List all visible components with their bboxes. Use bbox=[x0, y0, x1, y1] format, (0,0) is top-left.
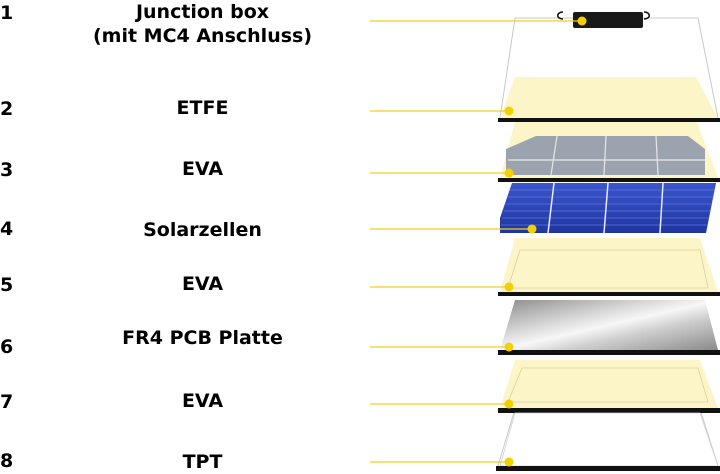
layer-label-1: Junction box (mit MC4 Anschluss) bbox=[30, 0, 375, 48]
leader-lines bbox=[370, 20, 580, 463]
tpt-layer bbox=[496, 412, 720, 471]
etfe-layer bbox=[498, 77, 720, 122]
layer-label-5: EVA bbox=[181, 273, 224, 295]
eva-layer-middle bbox=[498, 238, 720, 296]
layer-label-2: ETFE bbox=[176, 97, 229, 119]
leader-dot-1 bbox=[577, 16, 587, 26]
layer-number-3: 3 bbox=[0, 159, 14, 181]
layer-label-8: TPT bbox=[182, 451, 223, 473]
junction-box bbox=[557, 11, 650, 28]
layer-label-6: FR4 PCB Platte bbox=[122, 327, 283, 349]
leader-dot-6 bbox=[504, 342, 514, 352]
leader-dot-5 bbox=[504, 282, 514, 292]
layer-number-8: 8 bbox=[0, 450, 14, 472]
eva-layer-bottom bbox=[498, 360, 720, 413]
leader-dot-4 bbox=[527, 224, 537, 234]
layer-number-2: 2 bbox=[0, 98, 14, 120]
leader-dot-2 bbox=[504, 106, 514, 116]
layer-number-4: 4 bbox=[0, 218, 14, 240]
layer-label-1-line1: Junction box bbox=[135, 1, 270, 23]
layer-label-7: EVA bbox=[181, 390, 224, 412]
layer-label-1-line2: (mit MC4 Anschluss) bbox=[92, 25, 313, 47]
fr4-pcb-plate-layer bbox=[498, 300, 720, 355]
leader-dot-7 bbox=[504, 399, 514, 409]
layer-number-5: 5 bbox=[0, 274, 14, 296]
leader-dots bbox=[504, 16, 587, 467]
layer-number-7: 7 bbox=[0, 391, 14, 413]
leader-dot-3 bbox=[504, 168, 514, 178]
leader-dot-8 bbox=[504, 457, 514, 467]
layer-number-6: 6 bbox=[0, 336, 14, 358]
solar-cells-layer bbox=[500, 182, 716, 234]
layer-label-3: EVA bbox=[181, 158, 224, 180]
layer-label-4: Solarzellen bbox=[143, 219, 262, 241]
layer-number-1: 1 bbox=[0, 2, 14, 24]
eva-layer-top bbox=[498, 122, 720, 182]
